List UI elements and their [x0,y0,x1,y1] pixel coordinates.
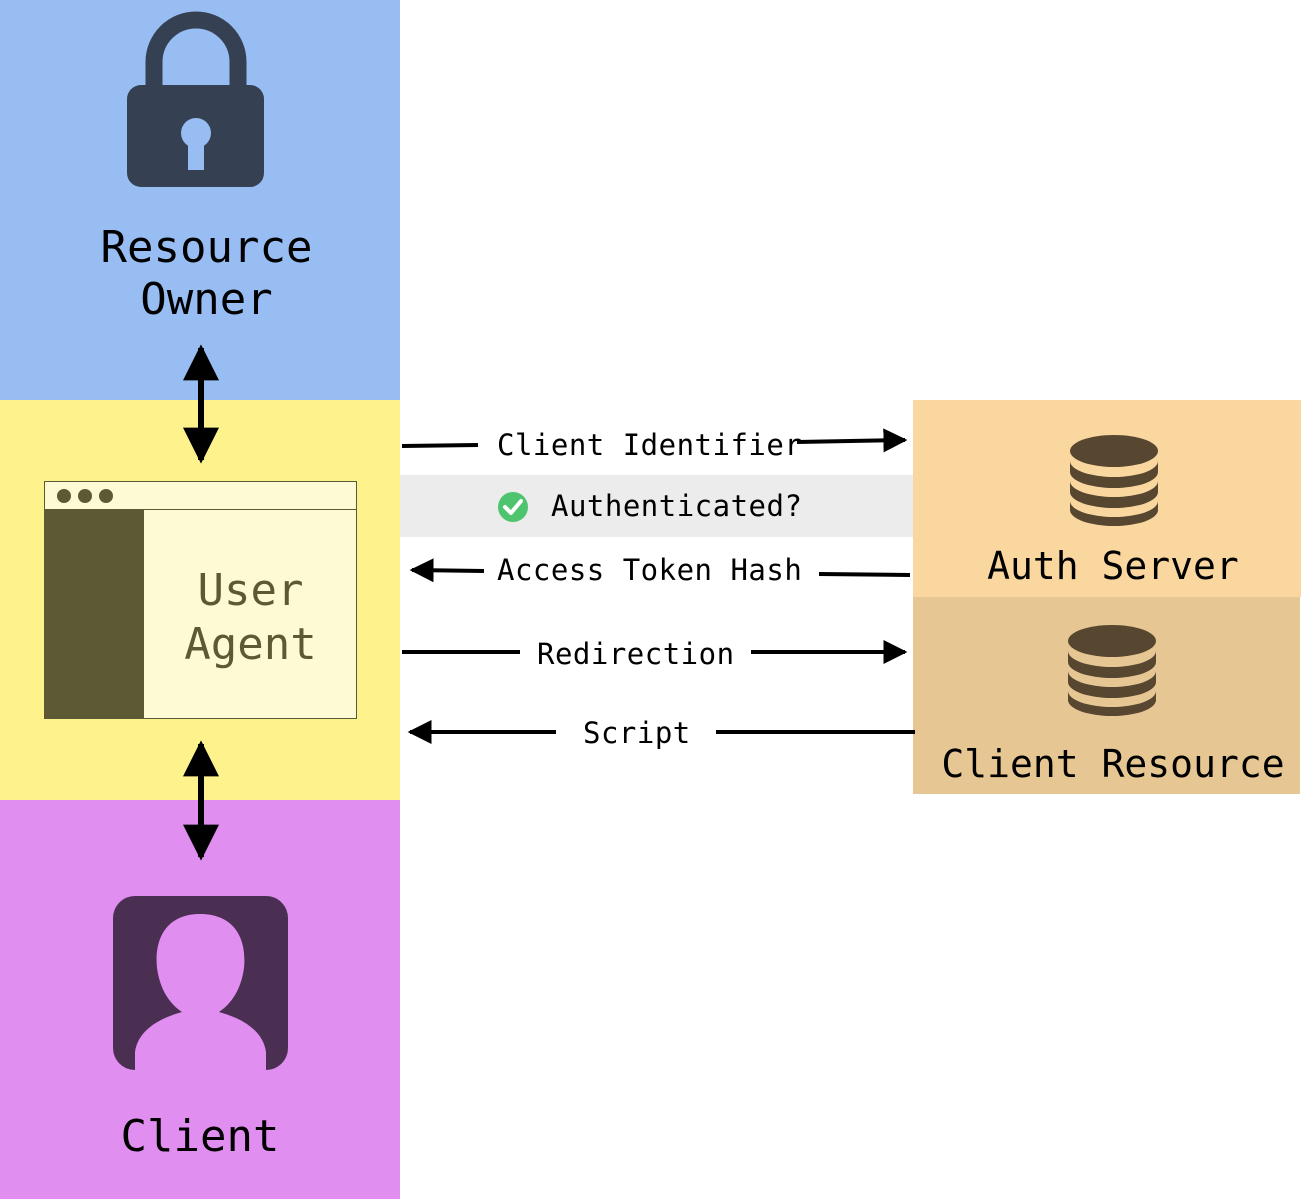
database-icon [1070,435,1158,526]
window-dot-icon [57,489,71,503]
browser-title-bar [45,482,356,510]
client-resource-label: Client Resource [941,742,1285,786]
authenticated-label: Authenticated? [551,489,803,523]
user-avatar-icon [113,896,288,1070]
client-identifier-label: Client Identifier [497,428,803,462]
auth-server-label: Auth Server [987,544,1239,588]
check-circle-icon [498,492,528,522]
database-icon [1068,625,1156,716]
browser-window-icon: User Agent [44,481,357,719]
browser-sidebar [45,510,144,718]
resource-owner-label: Resource Owner [100,222,313,325]
access-token-hash-label: Access Token Hash [497,553,803,587]
access-token-hash-arrow [409,558,911,583]
user-agent-label: User Agent [184,565,317,670]
client-identifier-arrow [401,428,908,453]
window-dot-icon [99,489,113,503]
authenticated-band [400,475,913,537]
redirection-label: Redirection [537,637,735,671]
lock-icon [127,11,264,187]
resource-owner-panel [0,0,400,400]
script-label: Script [583,716,691,750]
window-dot-icon [78,489,92,503]
client-label: Client [120,1111,280,1162]
